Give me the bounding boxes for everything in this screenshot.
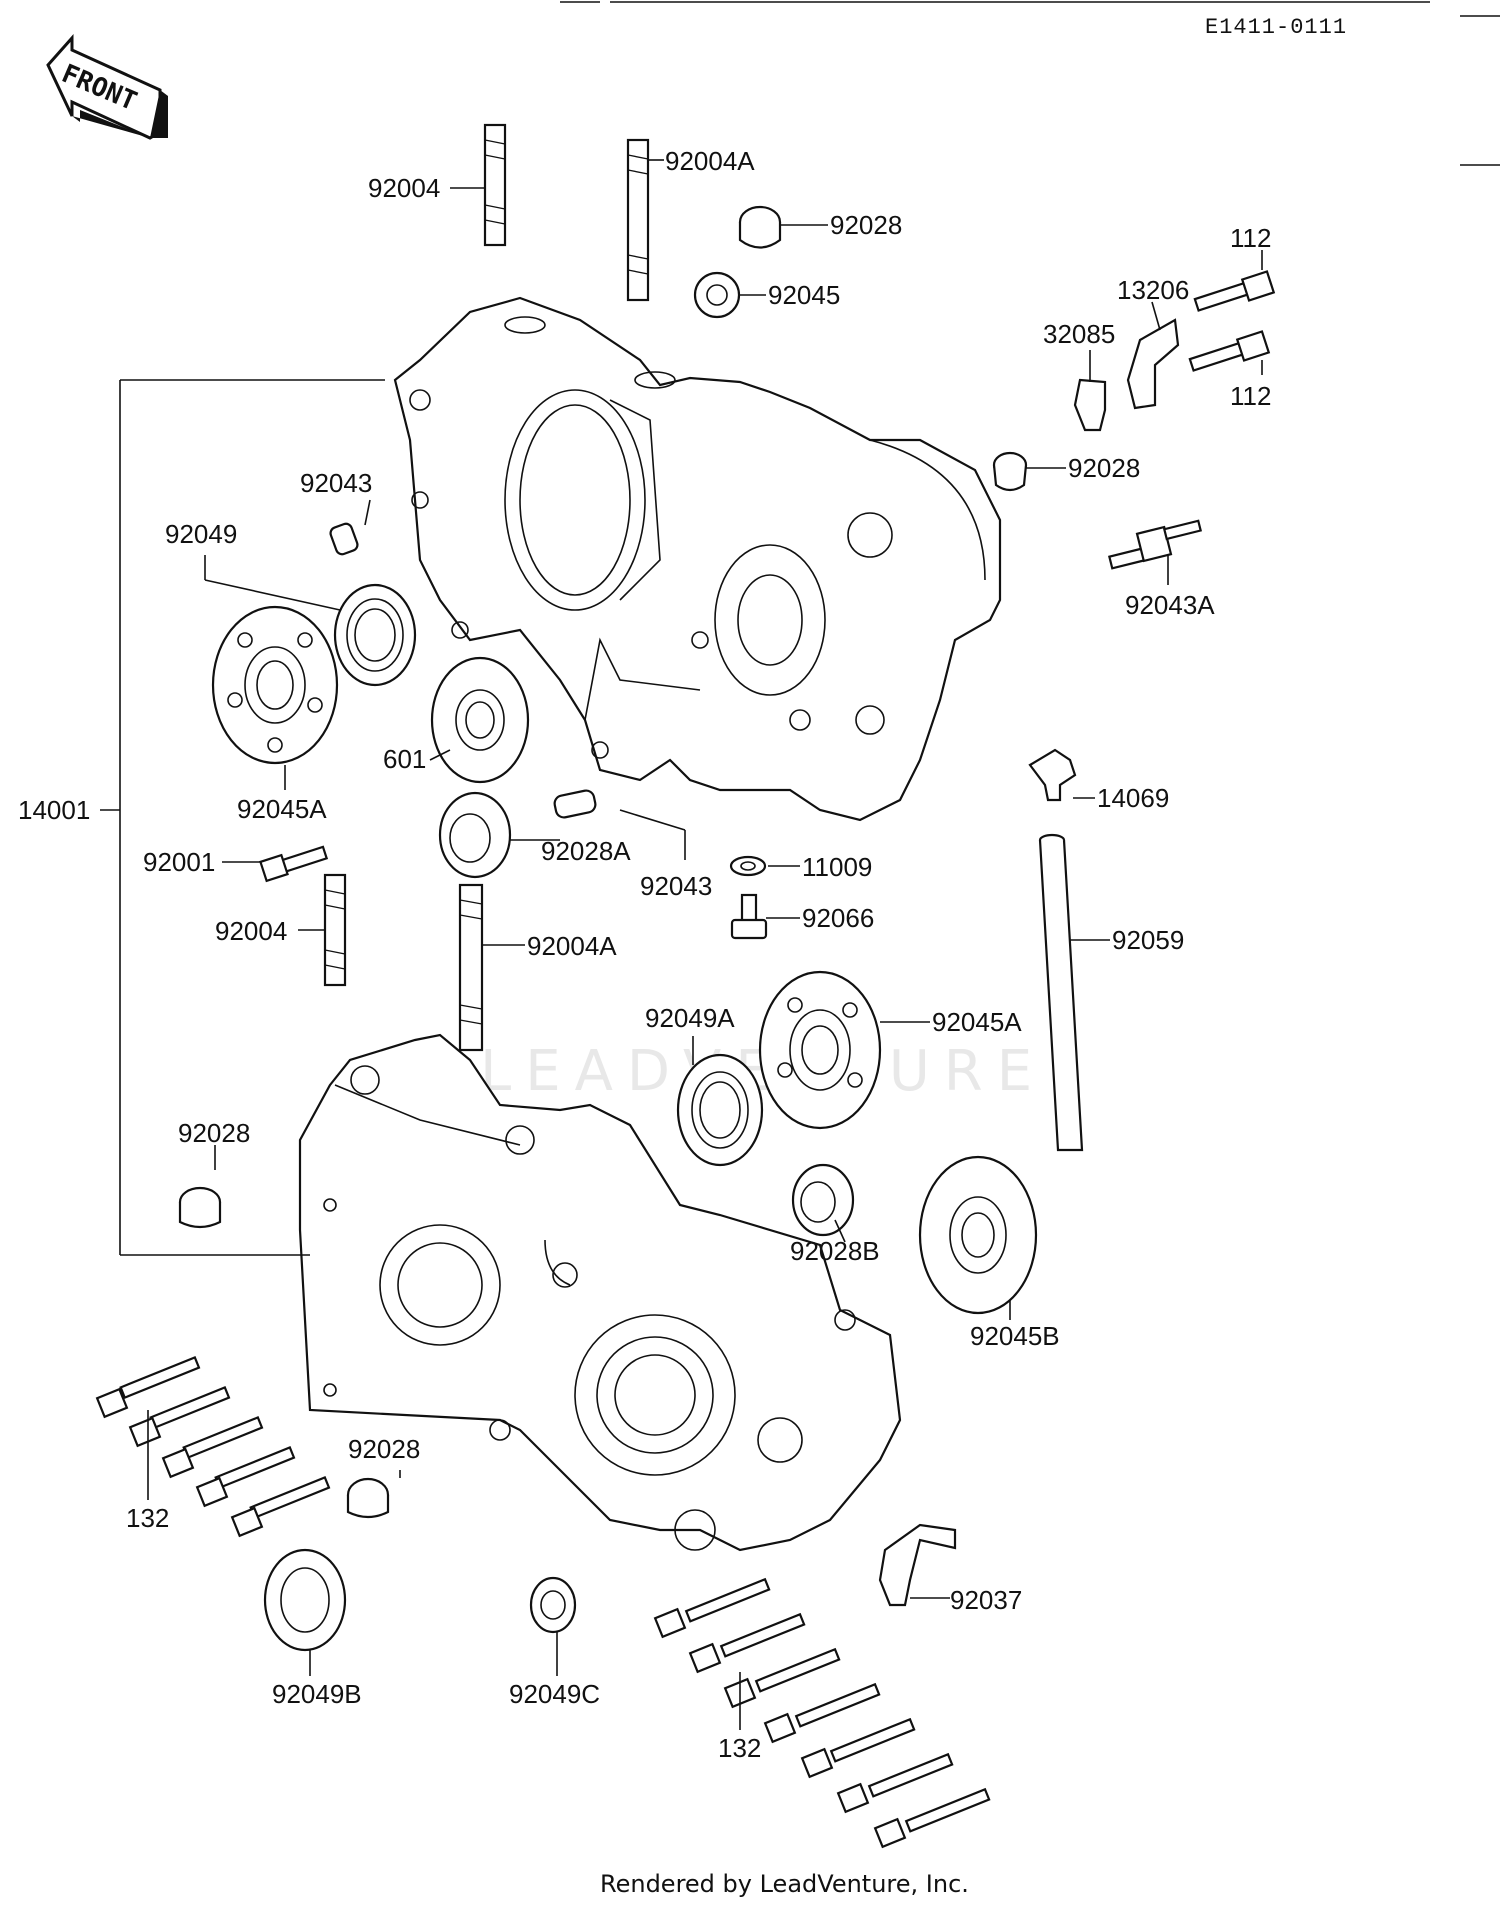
dowel-92028-left-bottom	[178, 1186, 222, 1229]
clamp-32085	[1073, 378, 1107, 432]
stud-92004-bottom	[323, 873, 347, 987]
label-92043A: 92043A	[1125, 590, 1215, 620]
bearing-92045A-right	[758, 970, 882, 1130]
dowel-92043-left	[329, 522, 359, 556]
stud-92004-top	[483, 123, 507, 247]
washer-11009	[729, 855, 767, 877]
diagram-id: E1411-0111	[1205, 15, 1347, 40]
fitting-14069	[1028, 748, 1077, 802]
label-92028-top: 92028	[830, 210, 902, 240]
bolt-group-132-left	[95, 1356, 331, 1538]
label-92049C: 92049C	[509, 1679, 600, 1709]
label-132-right: 132	[718, 1733, 761, 1763]
label-92028A: 92028A	[541, 836, 631, 866]
pipe-92059	[1038, 833, 1084, 1152]
bolt-112-b	[1188, 330, 1271, 372]
label-92049: 92049	[165, 519, 237, 549]
oil-seal-92049C	[529, 1576, 577, 1634]
stud-92004A-top	[626, 138, 650, 302]
oil-seal-92049B	[263, 1548, 347, 1652]
label-11009: 11009	[802, 852, 872, 882]
leader-lines	[100, 159, 1263, 1730]
bracket-13206	[1126, 318, 1180, 410]
collar-92028B	[791, 1163, 855, 1237]
label-112-a: 112	[1230, 223, 1271, 253]
dowel-92028-bottom	[346, 1477, 390, 1519]
label-601: 601	[383, 744, 426, 774]
bolt-92066	[730, 893, 768, 940]
bolt-92043A	[1108, 519, 1203, 570]
label-92004-top: 92004	[368, 173, 440, 203]
label-92059: 92059	[1112, 925, 1184, 955]
label-92045A-right: 92045A	[932, 1007, 1022, 1037]
oil-seal-92049	[333, 583, 417, 687]
dowel-92028-right	[992, 451, 1028, 492]
bolt-92001	[259, 845, 329, 883]
label-92045A-left: 92045A	[237, 794, 327, 824]
collar-92028A	[438, 791, 512, 879]
label-32085: 32085	[1043, 319, 1115, 349]
page-edge-marks	[560, 1, 1500, 166]
label-13206: 13206	[1117, 275, 1189, 305]
oil-seal-92049A	[676, 1053, 764, 1167]
upper-crankcase-half	[393, 296, 1002, 822]
label-92028-bottom: 92028	[348, 1434, 420, 1464]
label-14001: 14001	[18, 795, 90, 825]
label-132-left: 132	[126, 1503, 169, 1533]
label-92045-top: 92045	[768, 280, 840, 310]
label-92043-left: 92043	[300, 468, 372, 498]
label-92049A: 92049A	[645, 1003, 735, 1033]
label-92004A-top: 92004A	[665, 146, 755, 176]
bearing-92045A-left	[211, 605, 339, 765]
bolt-group-132-right	[653, 1577, 991, 1849]
label-92037: 92037	[950, 1585, 1022, 1615]
front-arrow-icon: FRONT	[46, 34, 168, 140]
bearing-92045B	[918, 1155, 1038, 1315]
label-92045B: 92045B	[970, 1321, 1060, 1351]
part-labels: 92004 92004A 92028 92045 112 13206 32085…	[18, 146, 1271, 1763]
label-112-b: 112	[1230, 381, 1271, 411]
label-92028-right: 92028	[1068, 453, 1140, 483]
label-92028B: 92028B	[790, 1236, 880, 1266]
lower-crankcase-half	[298, 1033, 902, 1552]
label-14069: 14069	[1097, 783, 1169, 813]
label-92043-middle: 92043	[640, 871, 712, 901]
stud-92004A-bottom	[458, 883, 484, 1052]
bearing-601	[430, 656, 530, 784]
dowel-92043-middle	[553, 789, 597, 819]
label-92004-bottom: 92004	[215, 916, 287, 946]
label-92066: 92066	[802, 903, 874, 933]
label-92028-left-bottom: 92028	[178, 1118, 250, 1148]
bracket-92037	[878, 1523, 957, 1607]
dowel-92028-top	[738, 205, 782, 249]
bolt-112-a	[1193, 270, 1276, 312]
footer-credit: Rendered by LeadVenture, Inc.	[600, 1870, 969, 1898]
label-92049B: 92049B	[272, 1679, 362, 1709]
label-92001: 92001	[143, 847, 215, 877]
label-92004A-bottom: 92004A	[527, 931, 617, 961]
bearing-92045-top	[693, 271, 741, 319]
